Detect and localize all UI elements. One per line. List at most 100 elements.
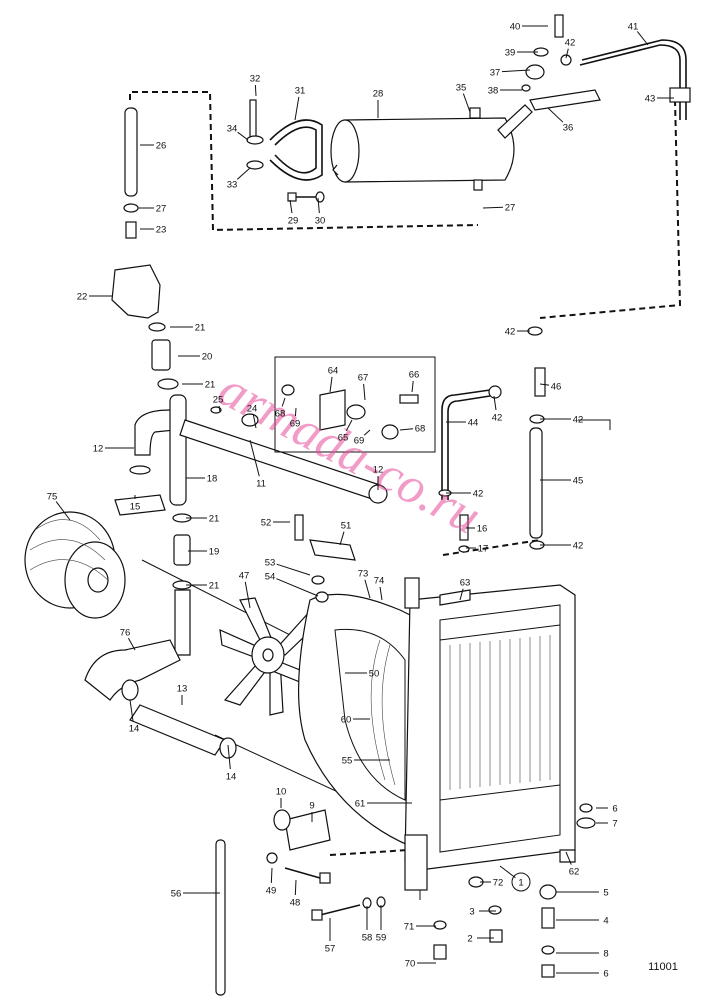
- callout-number: 25: [213, 395, 224, 406]
- callout-number: 26: [156, 141, 167, 152]
- callout-number: 59: [376, 933, 387, 944]
- callout-number: 24: [247, 404, 258, 415]
- callout-number: 76: [120, 628, 131, 639]
- callout-number: 19: [209, 547, 220, 558]
- callout-number: 70: [405, 959, 416, 970]
- callout-leader: [294, 879, 297, 896]
- callout-number: 57: [325, 944, 336, 955]
- callout-leader: [547, 107, 564, 123]
- callout-number: 73: [358, 569, 369, 580]
- callout-number: 42: [473, 489, 484, 500]
- callout-leader: [363, 383, 366, 401]
- callout-number: 45: [573, 476, 584, 487]
- callout-number: 33: [227, 180, 238, 191]
- callout-number: 54: [265, 572, 276, 583]
- radiator: [404, 577, 576, 891]
- callout-leader: [364, 579, 371, 599]
- callout-number: 3: [469, 907, 474, 918]
- callout-number: 56: [171, 889, 182, 900]
- callout-leader: [565, 851, 572, 865]
- callout-leader: [281, 397, 286, 407]
- callout-number: 30: [315, 216, 326, 227]
- callout-leader: [399, 428, 414, 431]
- callout-leader: [339, 531, 345, 546]
- callout-number: 12: [93, 444, 104, 455]
- callout-leader: [539, 383, 550, 386]
- callout-number: 21: [209, 581, 220, 592]
- callout-number: 68: [275, 409, 286, 420]
- callout-circle: [511, 872, 531, 892]
- callout-leader: [289, 199, 293, 214]
- callout-leader: [317, 197, 320, 214]
- callout-number: 51: [341, 521, 352, 532]
- callout-number: 44: [468, 418, 479, 429]
- callout-number: 74: [374, 576, 385, 587]
- callout-number: 38: [488, 86, 499, 97]
- callout-leader: [227, 744, 231, 770]
- callout-number: 18: [207, 474, 218, 485]
- callout-number: 42: [565, 38, 576, 49]
- callout-number: 36: [563, 123, 574, 134]
- callout-leader: [499, 865, 516, 879]
- callout-number: 43: [645, 94, 656, 105]
- callout-number: 68: [415, 424, 426, 435]
- callout-number: 37: [490, 68, 501, 79]
- tank-strap-clamp: [246, 99, 323, 181]
- callout-number: 21: [205, 380, 216, 391]
- callout-number: 40: [510, 22, 521, 33]
- callout-number: 41: [628, 22, 639, 33]
- callout-number: 15: [130, 502, 141, 513]
- callout-number: 14: [129, 724, 140, 735]
- mounting-hardware: [215, 514, 596, 996]
- callout-number: 52: [261, 518, 272, 529]
- callout-number: 1: [518, 878, 523, 889]
- callout-number: 27: [156, 204, 167, 215]
- callout-leader: [218, 405, 221, 413]
- callout-number: 32: [250, 74, 261, 85]
- callout-number: 23: [156, 225, 167, 236]
- callout-leader: [462, 93, 471, 113]
- callout-number: 21: [209, 514, 220, 525]
- left-upper-hose-assembly: [111, 107, 179, 390]
- callout-number: 27: [505, 203, 516, 214]
- lower-hose-assembly: [84, 639, 237, 759]
- expansion-tank: [330, 107, 515, 191]
- callout-leader: [127, 637, 136, 651]
- callout-number: 4: [603, 916, 608, 927]
- callout-number: 11: [256, 479, 266, 490]
- callout-leader: [482, 206, 504, 209]
- callout-number: 53: [265, 558, 276, 569]
- callout-number: 66: [409, 370, 420, 381]
- callout-number: 29: [288, 216, 299, 227]
- callout-leader: [565, 48, 569, 59]
- crankshaft-pulley: [24, 511, 126, 619]
- callout-number: 13: [177, 684, 188, 695]
- callout-number: 5: [603, 888, 608, 899]
- callout-number: 20: [202, 352, 213, 363]
- callout-leader: [294, 96, 300, 121]
- callout-leader: [493, 395, 497, 411]
- callout-number: 10: [276, 787, 287, 798]
- callout-number: 63: [460, 578, 471, 589]
- callout-number: 12: [373, 465, 384, 476]
- callout-leader: [249, 439, 260, 477]
- callout-number: 46: [551, 382, 562, 393]
- callout-number: 65: [338, 433, 349, 444]
- callout-number: 35: [456, 83, 467, 94]
- callout-number: 67: [358, 373, 369, 384]
- callout-number: 16: [477, 524, 488, 535]
- callout-number: 17: [478, 544, 489, 555]
- callout-number: 21: [195, 323, 206, 334]
- callout-leader: [329, 376, 333, 393]
- callout-number: 34: [227, 124, 238, 135]
- callout-number: 75: [47, 492, 58, 503]
- callout-number: 42: [573, 415, 584, 426]
- callout-leader: [411, 380, 414, 393]
- left-mid-hose-assembly: [114, 394, 388, 656]
- callout-number: 48: [290, 898, 301, 909]
- callout-number: 9: [309, 801, 314, 812]
- callout-number: 8: [603, 949, 608, 960]
- callout-number: 69: [354, 436, 365, 447]
- fan-shroud: [297, 539, 421, 851]
